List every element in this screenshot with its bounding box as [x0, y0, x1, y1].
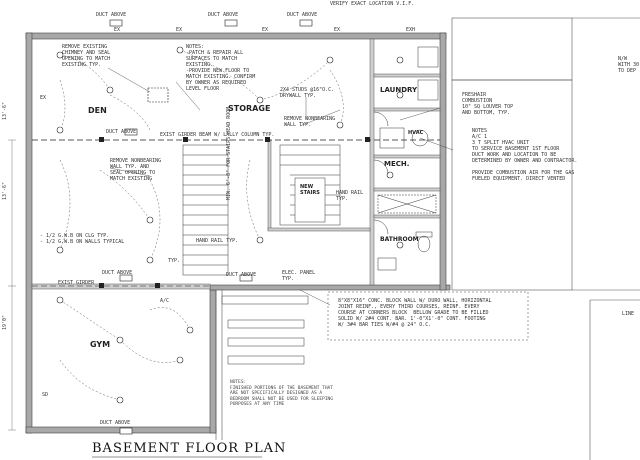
- block-wall-note-box: [327, 291, 529, 341]
- room-mech: MECH.: [384, 160, 410, 168]
- new-stairs: [279, 144, 341, 226]
- duct-label: DUCT ABOVE: [102, 270, 133, 276]
- tag-exh: EXH: [406, 27, 416, 33]
- room-new-stairs: NEW STAIRS: [300, 184, 320, 196]
- hvac-note: NOTES A/C 1 3 T SPLIT HVAC UNIT TO SERVI…: [472, 128, 578, 182]
- room-gym: GYM: [90, 340, 111, 349]
- duct-label: DUCT ABOVE: [208, 12, 239, 18]
- exterior-steps: [215, 290, 309, 440]
- lally-columns: [99, 137, 370, 288]
- tag-ex: EX: [262, 27, 269, 33]
- electrical-circuits: [59, 49, 344, 401]
- mech-equipment: [379, 127, 429, 149]
- dimension-label: 13'-6": [2, 181, 8, 200]
- laundry-appliances: [417, 46, 439, 101]
- duct-label: DUCT ABOVE: [96, 12, 127, 18]
- block-wall-note: 8"X8"X16" CONC. BLOCK WALL W/ DURO WALL,…: [338, 298, 492, 328]
- tag-ex: EX: [114, 27, 121, 33]
- duct-label: DUCT ABOVE: [100, 420, 131, 426]
- dimension-lines: [8, 139, 16, 431]
- duct-label: DUCT ABOVE: [287, 12, 318, 18]
- chimney: [147, 87, 169, 103]
- line-label: LINE: [622, 311, 635, 317]
- door-swings: [373, 111, 389, 235]
- tag-ex: EX: [40, 95, 47, 101]
- room-laundry: LAUNDRY: [380, 86, 418, 94]
- duct-label: DUCT ABOVE: [106, 129, 137, 135]
- dimension-label: 13'-6": [2, 101, 8, 120]
- hand-rail-note: HAND RAIL TYP.: [196, 238, 239, 244]
- duct-registers: [109, 19, 313, 435]
- existing-stairs: [182, 144, 229, 276]
- bottom-notes: NOTES: FINISHED PORTIONS OF THE BASEMENT…: [230, 380, 333, 407]
- bathroom-fixtures: [377, 194, 437, 271]
- remove-wall-seal-note: REMOVE NONBEARING WALL TYP. AND SEAL OPE…: [110, 158, 162, 182]
- room-bathroom: BATHROOM: [380, 236, 419, 243]
- note-leaders: [107, 67, 454, 306]
- top-note: VERIFY EXACT LOCATION V.I.F.: [330, 1, 415, 7]
- room-storage: STORAGE: [228, 104, 271, 113]
- headroom-note: MIN. 6'-8" FOR STAIRS HEAD ROOM: [226, 106, 232, 200]
- dimension-label: 19'0": [2, 314, 8, 330]
- studs-note: 2X4 STUDS @16"O.C. DRYWALL TYP.: [280, 87, 335, 99]
- tag-ex: EX: [334, 27, 341, 33]
- elec-panel-label: ELEC. PANEL TYP.: [282, 270, 316, 282]
- tag-sd: SD: [42, 392, 49, 398]
- right-margin-note: N/W WITH 30 TO DEP: [618, 56, 640, 74]
- drawing-title: BASEMENT FLOOR PLAN: [92, 441, 287, 456]
- adjacent-structure: [451, 17, 640, 460]
- chimney-note: REMOVE EXISTING CHIMNEY AND SEAL OPENING…: [62, 44, 111, 68]
- general-notes: NOTES: -PATCH & REPAIR ALL SURFACES TO M…: [186, 44, 256, 92]
- fresh-air-note: FRESHAIR COMBUSTION 10" SQ LOUVER TOP AN…: [462, 92, 514, 116]
- exist-girder-label: EXIST GIRDER: [58, 280, 95, 286]
- gwb-note: - 1/2 G.W.B ON CLG TYP. - 1/2 G.W.B ON W…: [40, 233, 125, 245]
- room-den: DEN: [88, 106, 107, 115]
- duct-label: DUCT ABOVE: [226, 272, 257, 278]
- tag-typ: TYP.: [168, 258, 181, 264]
- room-hvac: HVAC: [408, 130, 424, 136]
- girder-beam-label: EXIST GIRDER BEAM W/ LALLY COLUMN TYP.: [160, 132, 275, 138]
- tag-ex: EX: [176, 27, 183, 33]
- hand-rail-note-2: HAND RAIL TYP.: [336, 190, 364, 202]
- light-fixtures: [56, 46, 404, 404]
- remove-wall-note: REMOVE NONBEARING WALL TYP.: [284, 116, 336, 128]
- tag-ac: A/C: [160, 298, 170, 304]
